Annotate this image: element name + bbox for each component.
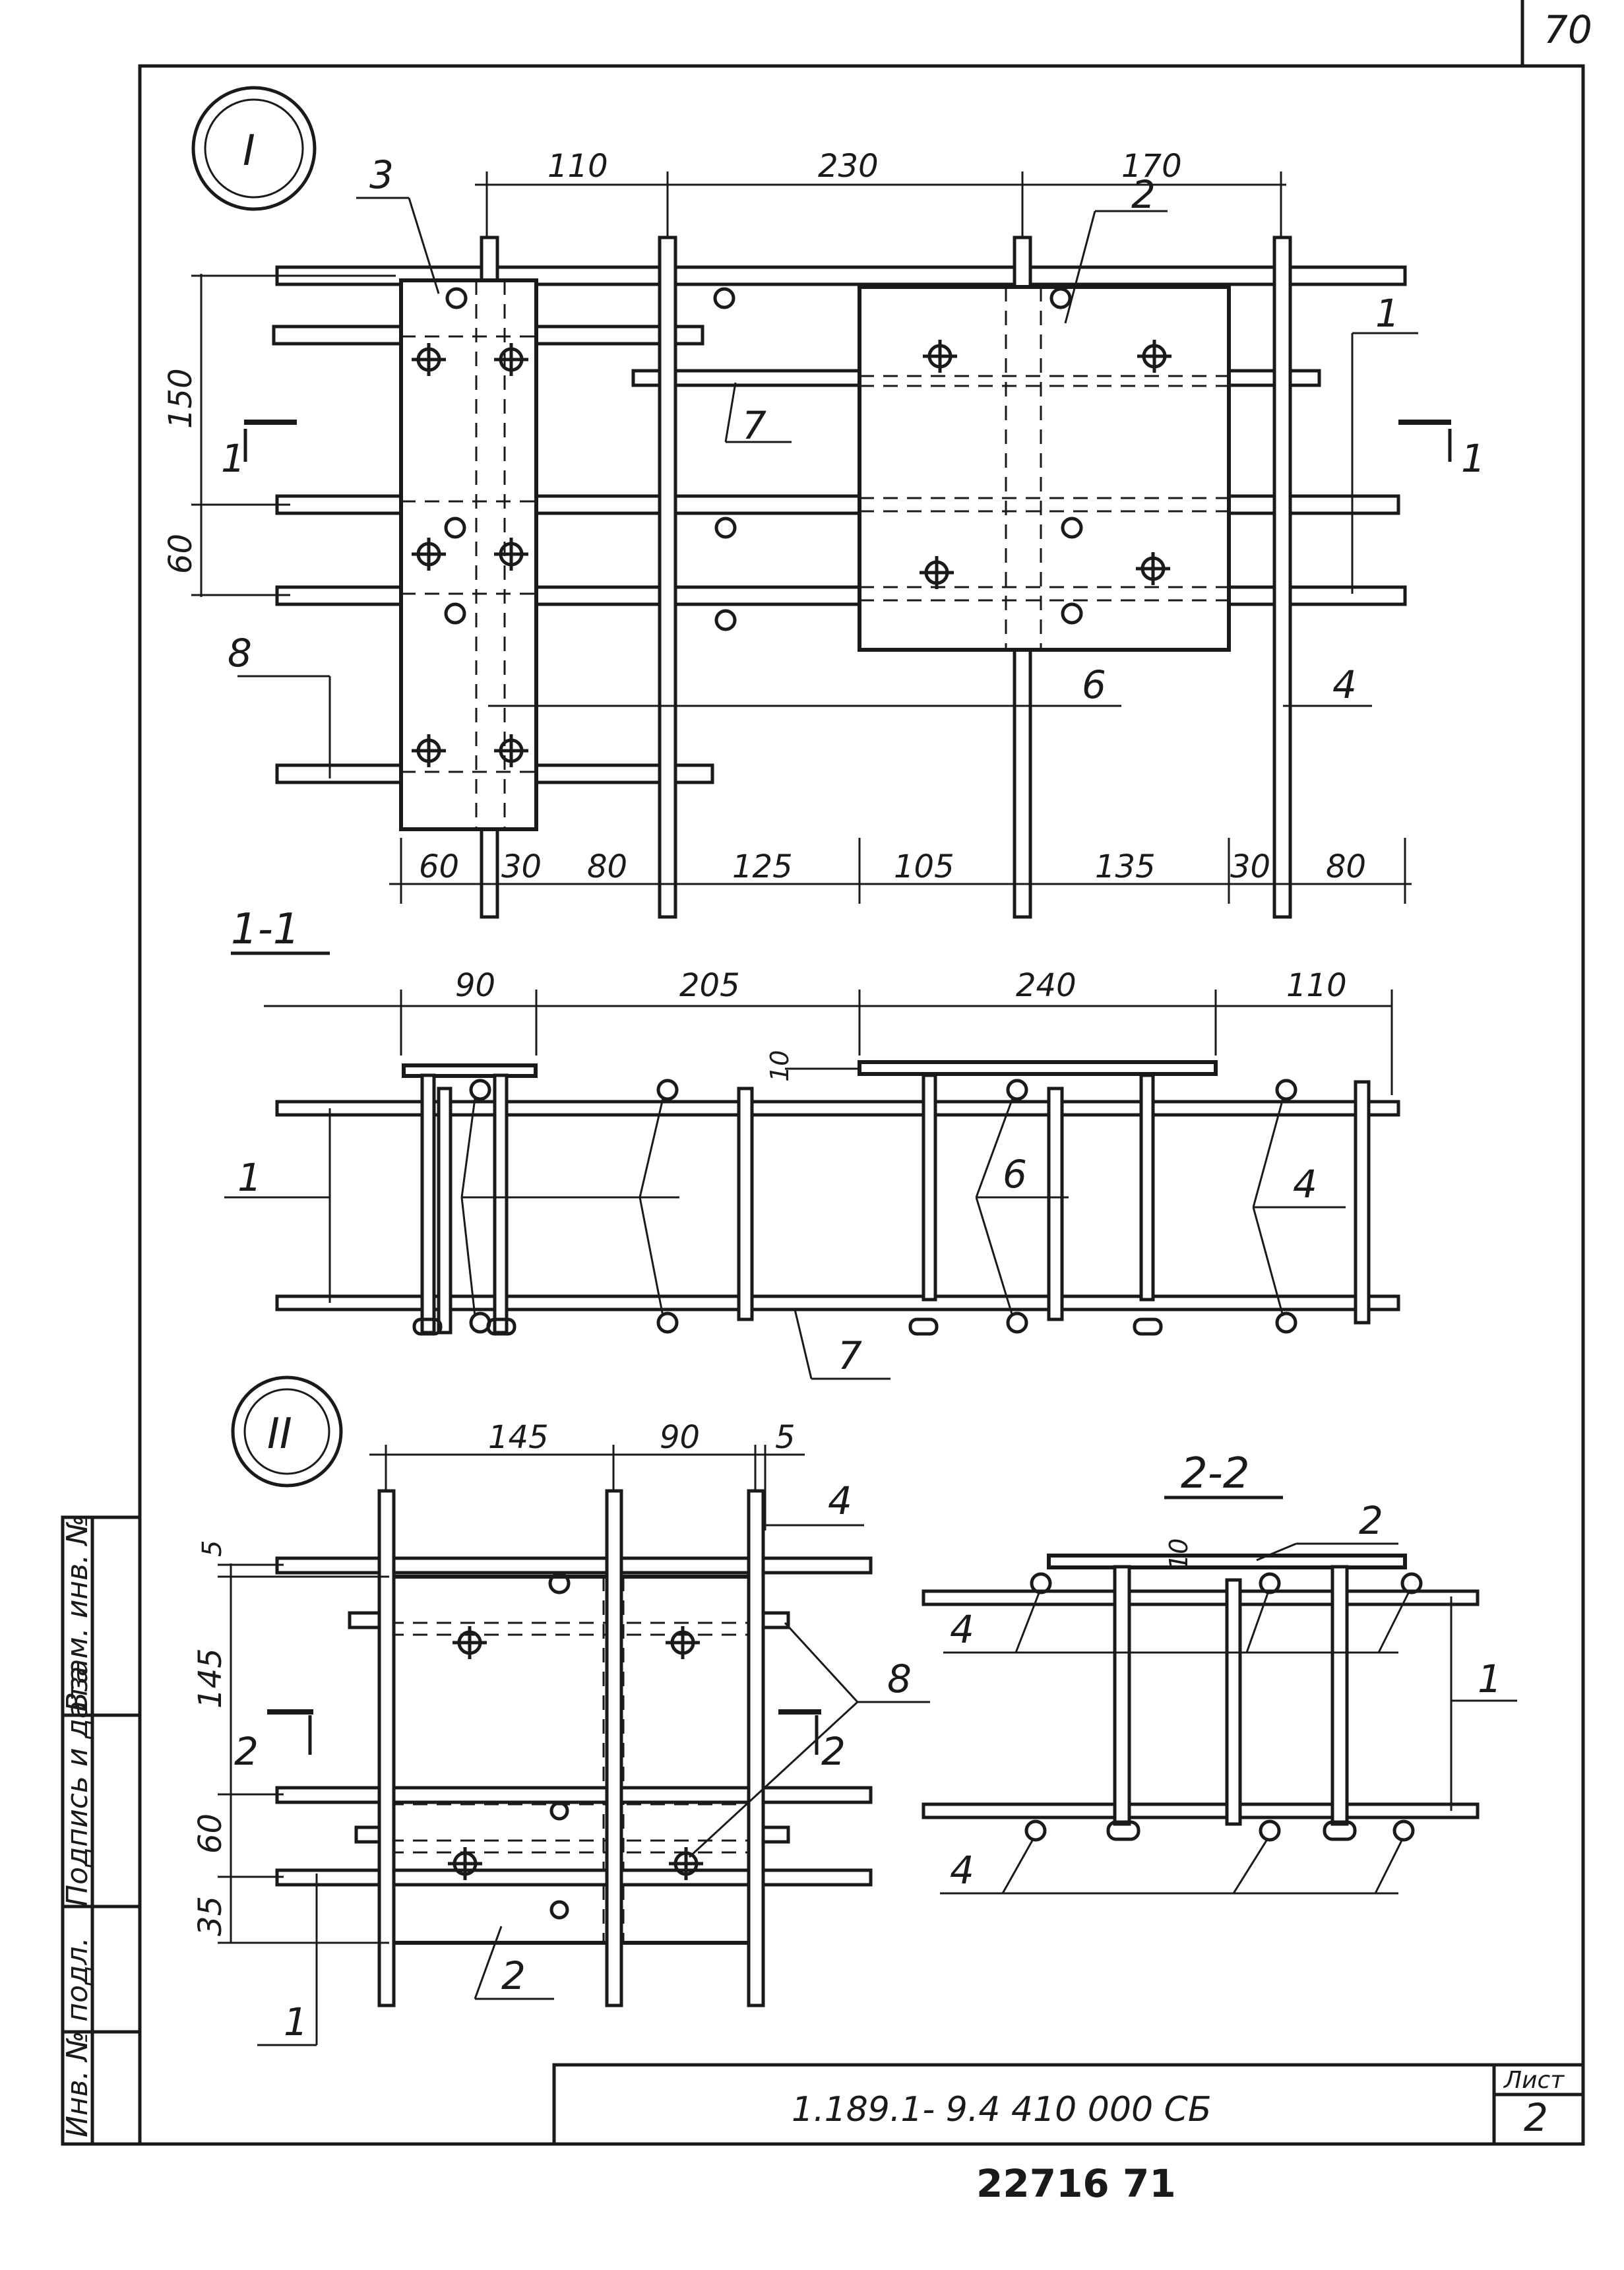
- view-II-marker-outer: [231, 1375, 343, 1488]
- view-II-callout-4: 4: [828, 1478, 852, 1523]
- view-I-dim-bottom-8: 80: [1326, 848, 1366, 885]
- section-1-1-dim-2: 205: [679, 967, 740, 1004]
- view-I-dim-bottom-6: 135: [1095, 848, 1156, 885]
- view-I-dim-top-1: 110: [547, 148, 608, 185]
- section-2-2-plate-2: [1047, 1554, 1407, 1569]
- view-II-section-mark-left: 2: [234, 1729, 259, 1774]
- section-2-2: 2-2 10 2 4 1 4: [921, 1449, 1517, 1895]
- section-1-1-plate-2: [858, 1060, 1218, 1076]
- title-sheet-number: 2: [1524, 2095, 1548, 2140]
- view-II-marker-inner: [243, 1388, 330, 1475]
- section-1-1-gap-dim: 10: [765, 1050, 794, 1082]
- title-block: 1.189.1- 9.4 410 000 СБ Лист 2: [552, 2063, 1585, 2146]
- view-I-transverse-bar: [658, 236, 677, 919]
- view-I-callout-4: 4: [1332, 662, 1357, 707]
- section-1-1-callout-6: 6: [1003, 1152, 1027, 1197]
- section-2-2-gap-dim: 10: [1164, 1538, 1193, 1570]
- section-2-2-callout-1: 1: [1478, 1656, 1502, 1701]
- view-II: II 145 90 5: [192, 1375, 930, 2046]
- view-II-dim-left-2: 145: [192, 1648, 229, 1709]
- view-II-dim-top-3: 5: [775, 1419, 796, 1456]
- view-II-dim-left-4: 35: [192, 1896, 229, 1936]
- section-1-1-dim-4: 110: [1286, 967, 1347, 1004]
- view-II-plate-2: [387, 1575, 757, 1945]
- view-I-callout-1: 1: [1375, 291, 1400, 336]
- view-I-callout-2: 2: [1131, 172, 1156, 217]
- section-1-1-plate-3: [402, 1063, 538, 1078]
- view-I-section-mark-right: 1: [1461, 436, 1485, 481]
- view-II-marker-label: II: [267, 1410, 292, 1459]
- view-II-callout-2: 2: [501, 1953, 526, 1998]
- stamp-podpis-data: Подпись и дата: [61, 1666, 94, 1907]
- view-I-callout-3: 3: [369, 152, 394, 197]
- section-1-1-callout-1: 1: [237, 1155, 262, 1200]
- view-I-dim-left-2: 60: [162, 534, 199, 574]
- view-I-dim-top-3: 170: [1121, 148, 1182, 185]
- section-2-2-callout-2: 2: [1359, 1498, 1383, 1543]
- stamp-inv-podl: Инв. № подл.: [61, 1937, 94, 2137]
- view-II-dim-top-1: 145: [488, 1419, 549, 1456]
- section-2-2-title: 2-2: [1181, 1449, 1250, 1498]
- view-I-marker-label: I: [243, 127, 255, 175]
- section-1-1-callout-7: 7: [838, 1333, 862, 1378]
- view-I-dim-bottom-3: 80: [587, 848, 627, 885]
- view-I-dim-bottom-2: 30: [501, 848, 542, 885]
- view-I: I 110 230 170: [162, 86, 1485, 919]
- section-1-1-dim-1: 90: [455, 967, 495, 1004]
- view-I-dim-bottom-7: 30: [1230, 848, 1270, 885]
- view-II-dim-left-3: 60: [192, 1813, 229, 1854]
- bottom-archive-number: 22716 71: [976, 2161, 1176, 2206]
- section-1-1: 1-1 90 205 240 110 10: [224, 905, 1400, 1380]
- section-2-2-callout-4-top: 4: [950, 1607, 974, 1652]
- title-sheet-label: Лист: [1503, 2067, 1565, 2094]
- view-I-callout-7: 7: [742, 403, 766, 448]
- section-1-1-callout-4: 4: [1293, 1162, 1317, 1207]
- section-2-2-callout-4-bottom: 4: [950, 1848, 974, 1893]
- title-designation: 1.189.1- 9.4 410 000 СБ: [792, 2090, 1212, 2129]
- view-I-dim-left-1: 150: [162, 368, 199, 429]
- sheet-corner-number: 70: [1544, 7, 1592, 52]
- view-I-callout-8: 8: [228, 631, 252, 676]
- view-I-dim-bottom-5: 105: [894, 848, 954, 885]
- view-II-dim-top-2: 90: [660, 1419, 700, 1456]
- view-I-plate-2: [858, 285, 1231, 652]
- view-I-callout-6: 6: [1082, 662, 1106, 707]
- side-stamp: Инв. № подл. Подпись и дата Взам. инв. №: [61, 1515, 142, 2146]
- view-I-section-mark-left: 1: [221, 436, 245, 481]
- view-I-marker-inner: [204, 98, 304, 199]
- view-II-section-mark-right: 2: [821, 1729, 846, 1774]
- view-II-callout-8: 8: [887, 1656, 912, 1701]
- view-I-transverse-bar: [1272, 236, 1292, 919]
- view-I-dim-bottom-1: 60: [419, 848, 459, 885]
- section-1-1-dim-3: 240: [1016, 967, 1077, 1004]
- view-I-dim-top-2: 230: [818, 148, 879, 185]
- view-I-marker-outer: [191, 86, 317, 211]
- view-II-dim-left-1: 5: [197, 1540, 228, 1557]
- view-II-callout-1: 1: [284, 2000, 308, 2044]
- stamp-vzam-inv: Взам. инв. №: [61, 1515, 94, 1712]
- section-1-1-title: 1-1: [231, 905, 300, 954]
- view-I-dim-bottom-4: 125: [732, 848, 793, 885]
